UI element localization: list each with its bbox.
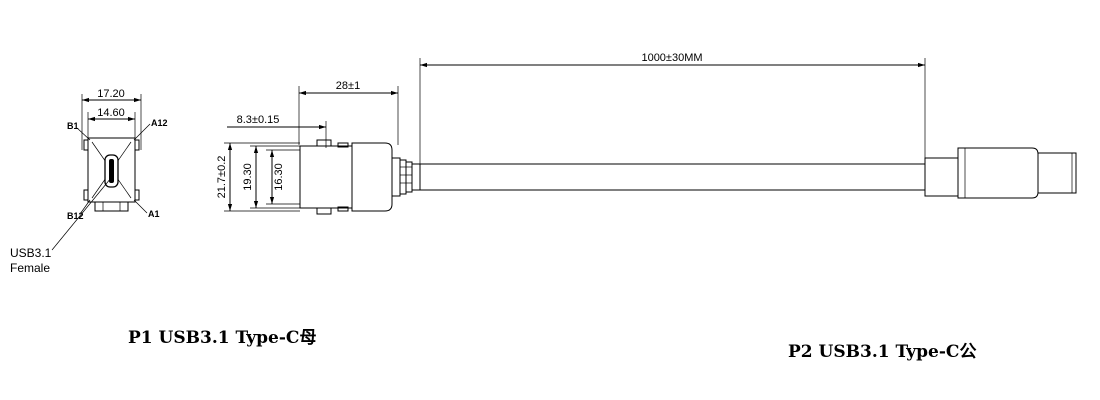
dim-p1-housing-length: 28±1 xyxy=(336,80,360,92)
dim-p1-mid-height: 19.30 xyxy=(242,163,254,191)
dim-p1-inner-height: 16.30 xyxy=(273,163,285,191)
label-p2: P2 USB3.1 Type-C公 xyxy=(788,342,977,362)
dim-p1-inner-width: 14.60 xyxy=(97,107,125,119)
label-p1: P1 USB3.1 Type-C母 xyxy=(128,328,317,348)
pin-label-b12: B12 xyxy=(67,211,84,221)
dim-p1-outer-height: 21.7±0.2 xyxy=(216,156,228,199)
connector-note-line1: USB3.1 xyxy=(10,246,52,260)
dim-cable-length: 1000±30MM xyxy=(641,52,702,64)
pin-label-a12: A12 xyxy=(151,118,168,128)
p2-plug-side-view xyxy=(924,147,1077,199)
dim-p1-outer-width: 17.20 xyxy=(97,88,125,100)
p1-side-view: 28±1 8.3±0.15 21.7±0.2 19.30 16.30 xyxy=(216,80,421,215)
pin-label-b1: B1 xyxy=(67,121,79,131)
pin-label-a1: A1 xyxy=(148,209,160,219)
cable: 1000±30MM xyxy=(419,52,926,191)
dim-p1-offset: 8.3±0.15 xyxy=(237,114,280,126)
connector-note-line2: Female xyxy=(10,261,50,275)
p1-front-view: 17.20 14.60 B1 A12 B12 A1 USB3.1 Female xyxy=(10,88,168,275)
